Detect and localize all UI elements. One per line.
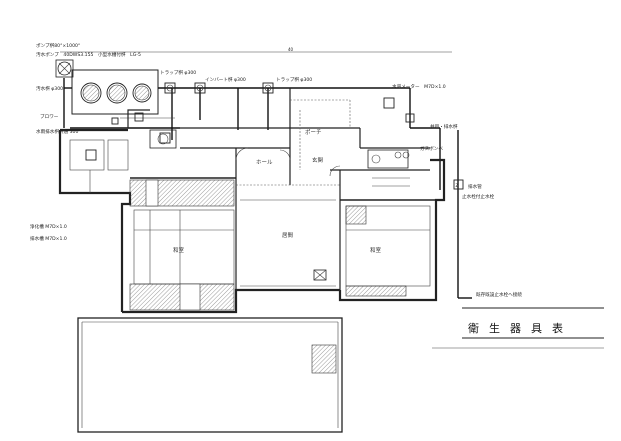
invert-basin-label: インバート桝 φ300 xyxy=(205,76,246,83)
septic-2-label: 排水槽 M7D×1.0 xyxy=(30,235,67,242)
title-block: 衛生器具表 xyxy=(432,307,604,349)
sheet-title: 衛生器具表 xyxy=(468,321,573,335)
water-meter-label: 水道メーター M7D×1.0 xyxy=(392,83,446,90)
building-walls xyxy=(58,88,446,314)
dimension-label: 40 xyxy=(288,47,294,52)
trap-basin-1-label: トラップ桝 φ300 xyxy=(160,69,196,76)
septic-1-label: 浄化槽 M7D×1.0 xyxy=(30,223,67,230)
main-drain-pipe xyxy=(60,51,472,299)
connect-note-label: 既存既設止水栓へ接続 xyxy=(476,291,522,298)
gas-cylinder-label: ガスボンベ xyxy=(420,145,443,152)
blower-label: ブロワー xyxy=(40,113,59,120)
room-washitsu-1: 和室 xyxy=(173,246,185,254)
veranda xyxy=(77,317,343,433)
svg-text:Z: Z xyxy=(456,183,459,188)
drain-pipe-label: 排水管 xyxy=(468,183,482,190)
room-living: 居間 xyxy=(282,232,294,239)
room-porch: ポーチ xyxy=(305,129,322,136)
sewage-pump-label: 汚水ポンプ 40DWS3.155 小型水槽付桝 LG-5 xyxy=(36,51,141,58)
well-label: 井戸・排水桝 xyxy=(430,123,458,130)
annotations: ポンプ桝80°×1000° 汚水ポンプ 40DWS3.155 小型水槽付桝 LG… xyxy=(30,42,522,298)
room-hall: ホール xyxy=(256,159,273,166)
room-washitsu-2: 和室 xyxy=(370,246,382,254)
pipe-basins: Z xyxy=(85,82,464,190)
trap-basin-2-label: トラップ桝 φ300 xyxy=(276,76,312,83)
rain-basin-label: 水雨排水桝共通 300° xyxy=(36,128,81,135)
pump-unit xyxy=(55,59,74,78)
stop-valve-label: 止水栓付止水栓 xyxy=(462,193,495,200)
room-entrance: 玄関 xyxy=(312,156,324,164)
sewage-basin-label: 汚水桝 φ300 xyxy=(36,85,63,92)
pump-spec-label: ポンプ桝80°×1000° xyxy=(36,42,80,49)
septic-tank xyxy=(71,69,159,115)
